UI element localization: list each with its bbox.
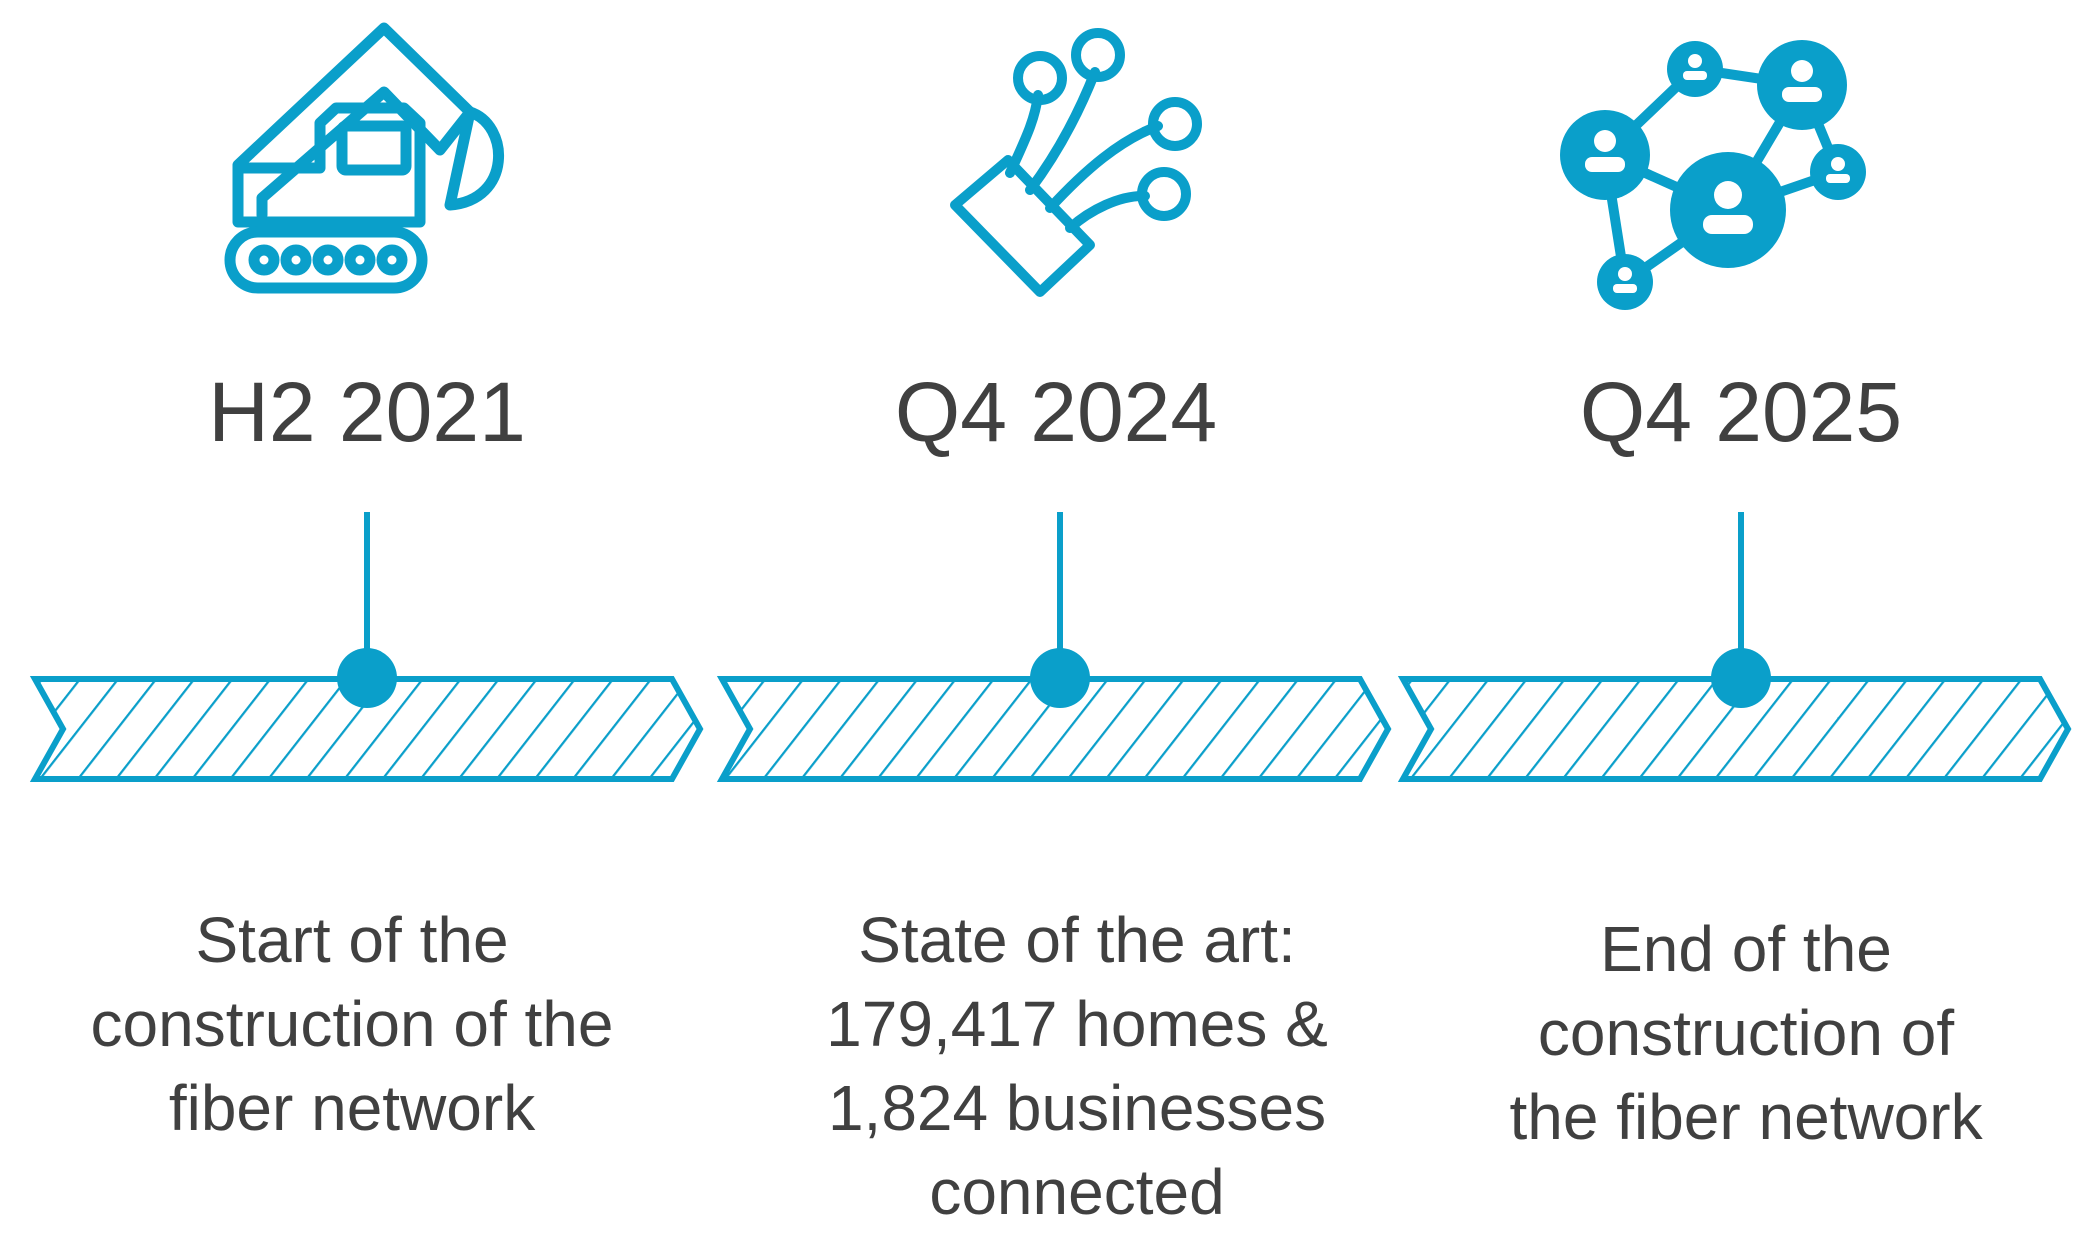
fiber-optic-icon xyxy=(950,28,1202,297)
description-line: End of the xyxy=(1600,913,1892,985)
milestone-description-1: Start of the construction of the fiber n… xyxy=(52,898,652,1150)
description-line: construction of xyxy=(1537,997,1955,1069)
milestone-description-2: State of the art: 179,417 homes & 1,824 … xyxy=(777,898,1377,1234)
milestone-date-1: H2 2021 xyxy=(208,365,526,459)
excavator-icon xyxy=(224,22,504,294)
timeline-segment-1 xyxy=(29,676,704,782)
description-line: State of the art: xyxy=(858,904,1296,976)
description-line: fiber network xyxy=(168,1072,536,1144)
description-line: 1,824 businesses xyxy=(827,1072,1327,1144)
milestone-markers xyxy=(337,512,1771,708)
marker-dot-1 xyxy=(337,648,397,708)
timeline-bar xyxy=(29,676,2072,782)
marker-dot-2 xyxy=(1030,648,1090,708)
description-line: the fiber network xyxy=(1509,1081,1983,1153)
description-line: 179,417 homes & xyxy=(826,988,1328,1060)
milestone-description-3: End of the construction of the fiber net… xyxy=(1446,907,2046,1159)
timeline-segment-3 xyxy=(1397,676,2072,782)
description-line: construction of the xyxy=(90,988,614,1060)
milestone-date-3: Q4 2025 xyxy=(1579,365,1903,459)
timeline-segment-2 xyxy=(716,676,1392,782)
people-network-icon xyxy=(1560,40,1866,310)
description-line: Start of the xyxy=(195,904,509,976)
milestone-date-2: Q4 2024 xyxy=(894,365,1218,459)
description-line: connected xyxy=(929,1156,1225,1228)
marker-dot-3 xyxy=(1711,648,1771,708)
